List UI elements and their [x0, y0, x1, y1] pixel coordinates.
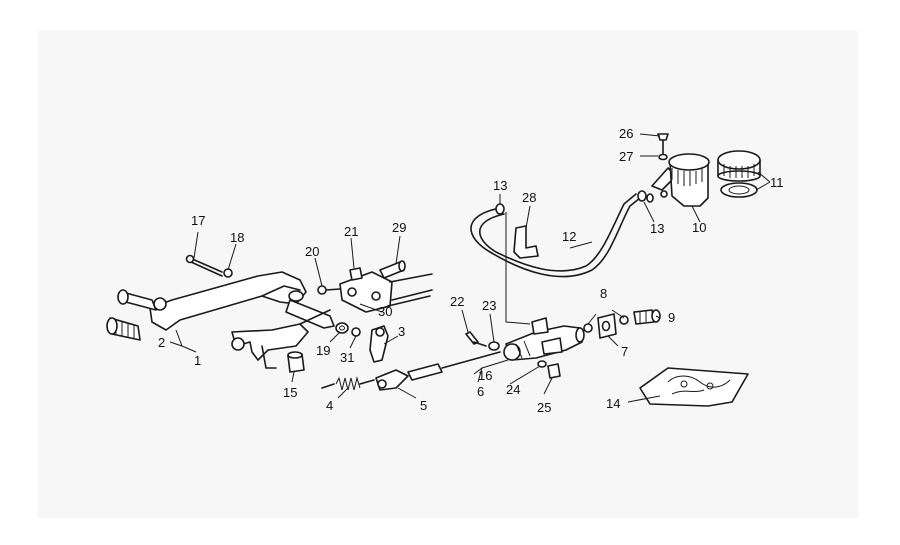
bolt-17: [185, 254, 223, 277]
callout-1: 1: [194, 353, 201, 368]
frame-plate: [339, 271, 433, 313]
leader-lines: [169, 133, 771, 403]
lever-3: [369, 325, 389, 363]
callout-7: 7: [621, 344, 628, 359]
callout-14: 14: [606, 396, 620, 411]
callout-23: 23: [482, 298, 496, 313]
bolt-20: [317, 285, 341, 295]
diagram-sheet: [38, 30, 858, 518]
washer-18: [223, 268, 233, 278]
callout-4: 4: [326, 398, 333, 413]
callout-17: 17: [191, 213, 205, 228]
callout-8: 8: [600, 286, 607, 301]
washer-8: [583, 315, 629, 333]
clamp-13: [495, 190, 654, 215]
spring-4: [321, 376, 375, 391]
callout-18: 18: [230, 230, 244, 245]
callout-21: 21: [344, 224, 358, 239]
callout-29: 29: [392, 220, 406, 235]
callout-5: 5: [420, 398, 427, 413]
callout-15: 15: [283, 385, 297, 400]
callout-27: 27: [619, 149, 633, 164]
bolt-22: [465, 331, 487, 347]
brake-pedal-lever: [117, 271, 335, 331]
callout-16: 16: [478, 368, 492, 383]
callout-20: 20: [305, 244, 319, 259]
hose-12: [470, 193, 641, 325]
clip-31: [351, 327, 361, 337]
master-cylinder: [503, 317, 585, 361]
hose-clip-28: [513, 225, 539, 259]
callout-30: 30: [378, 304, 392, 319]
callout-9: 9: [668, 310, 675, 325]
callout-19: 19: [316, 343, 330, 358]
callout-2: 2: [158, 335, 165, 350]
callout-25: 25: [537, 400, 551, 415]
nut-21: [349, 267, 363, 281]
callout-28: 28: [522, 190, 536, 205]
callout-3: 3: [398, 324, 405, 339]
callout-11: 11: [770, 175, 784, 190]
banjo-bolt-9: [633, 309, 661, 325]
washer-27: [658, 153, 668, 161]
callout-6: 6: [477, 384, 484, 399]
reservoir-cap-11: [717, 150, 761, 198]
callout-10: 10: [692, 220, 706, 235]
pin-29: [379, 260, 406, 279]
washer-19: [335, 322, 349, 334]
washer-23: [488, 341, 500, 351]
callout-12: 12: [562, 229, 576, 244]
banjo-union-7: [597, 313, 617, 339]
screw-26: [657, 133, 669, 155]
callout-26: 26: [619, 126, 633, 141]
pedal-rubber: [106, 317, 141, 341]
callout-13-hose-end: 13: [493, 178, 507, 193]
fluid-reservoir-10: [651, 153, 710, 207]
parts-bag-14: [639, 367, 749, 407]
callout-13-reservoir-end: 13: [650, 221, 664, 236]
callout-22: 22: [450, 294, 464, 309]
nut-25: [547, 363, 561, 379]
callout-31: 31: [340, 350, 354, 365]
callout-24: 24: [506, 382, 520, 397]
pedal-bracket: [231, 309, 331, 369]
bushing-15: [287, 351, 305, 373]
callout-labels: 1 2 3 4 5 6 7 8 9 10 11 12 13 13 14 15 1…: [158, 126, 784, 415]
push-rod-5: [375, 351, 501, 391]
washer-24: [537, 360, 547, 368]
